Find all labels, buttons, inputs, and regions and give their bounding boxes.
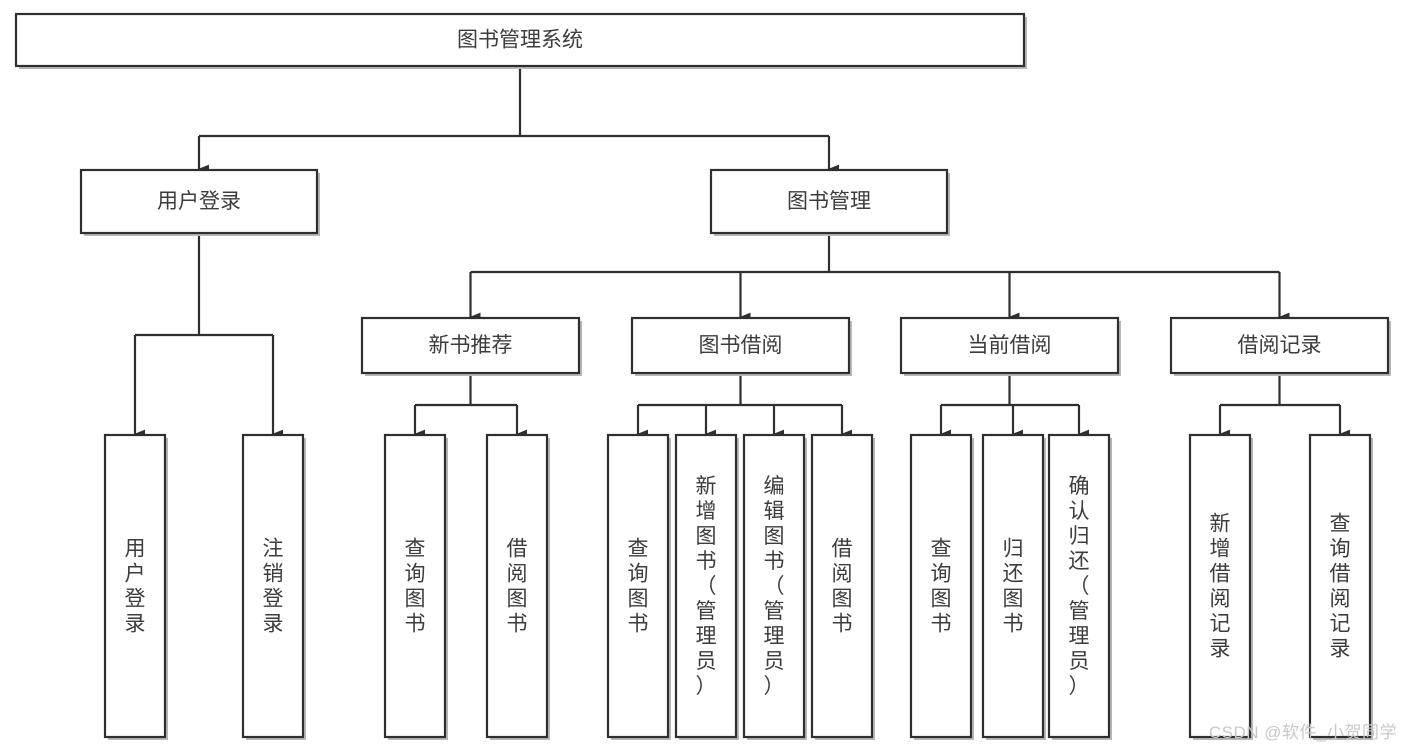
- node-current[interactable]: 当前借阅: [899, 316, 1121, 376]
- node-login-label: 用户登录: [157, 190, 241, 213]
- node-leaf-return-book-label: 归还图书: [1003, 538, 1024, 636]
- node-current-box[interactable]: [899, 316, 1120, 375]
- node-leaf-add-record-label: 新增借阅记录: [1210, 513, 1231, 661]
- node-record-label: 借阅记录: [1238, 334, 1322, 357]
- node-leaf-query-record[interactable]: 查询借阅记录: [1308, 433, 1373, 740]
- node-leaf-add-book-label: 新增图书（管理员）: [696, 475, 717, 698]
- node-leaf-edit-book[interactable]: 编辑图书（管理员）: [742, 433, 807, 740]
- node-borrow-box[interactable]: [630, 316, 851, 375]
- node-leaf-user-login-box[interactable]: [103, 433, 167, 739]
- node-newbook-label: 新书推荐: [429, 334, 513, 357]
- node-leaf-query-book-1[interactable]: 查询图书: [383, 433, 448, 740]
- node-leaf-edit-book-box[interactable]: [742, 433, 806, 739]
- node-leaf-user-login[interactable]: 用户登录: [103, 433, 168, 740]
- node-record[interactable]: 借阅记录: [1169, 316, 1391, 376]
- edges-layer: [133, 66, 1351, 439]
- node-root-box[interactable]: [14, 12, 1026, 68]
- node-leaf-borrow-book-2-label: 借阅图书: [832, 538, 853, 636]
- node-leaf-query-book-1-box[interactable]: [383, 433, 447, 739]
- node-newbook-box[interactable]: [360, 316, 581, 375]
- node-leaf-query-book-2-label: 查询图书: [628, 538, 649, 636]
- node-leaf-add-book[interactable]: 新增图书（管理员）: [674, 433, 739, 740]
- node-bookmgmt[interactable]: 图书管理: [709, 168, 950, 236]
- node-root-label: 图书管理系统: [457, 29, 583, 52]
- node-leaf-query-book-3-label: 查询图书: [931, 538, 952, 636]
- node-leaf-borrow-book-1-box[interactable]: [485, 433, 549, 739]
- node-leaf-add-book-box[interactable]: [674, 433, 738, 739]
- node-root[interactable]: 图书管理系统: [14, 12, 1027, 69]
- node-leaf-borrow-book-1-label: 借阅图书: [507, 538, 528, 636]
- node-leaf-borrow-book-1[interactable]: 借阅图书: [485, 433, 550, 740]
- node-leaf-user-login-label: 用户登录: [125, 538, 146, 636]
- node-leaf-confirm-return-box[interactable]: [1047, 433, 1111, 739]
- node-leaf-query-record-label: 查询借阅记录: [1330, 513, 1351, 661]
- node-leaf-user-logout-label: 注销登录: [263, 538, 284, 636]
- node-bookmgmt-box[interactable]: [709, 168, 949, 235]
- node-leaf-user-logout[interactable]: 注销登录: [241, 433, 306, 740]
- node-leaf-borrow-book-2-box[interactable]: [810, 433, 874, 739]
- node-leaf-user-logout-box[interactable]: [241, 433, 305, 739]
- node-leaf-add-record-box[interactable]: [1188, 433, 1252, 739]
- node-leaf-query-book-3-box[interactable]: [909, 433, 973, 739]
- node-leaf-return-book-box[interactable]: [981, 433, 1045, 739]
- csdn-watermark: CSDN @软件_小贺同学: [1208, 723, 1397, 742]
- node-login[interactable]: 用户登录: [79, 168, 320, 236]
- node-bookmgmt-label: 图书管理: [787, 190, 871, 213]
- node-leaf-query-record-box[interactable]: [1308, 433, 1372, 739]
- node-leaf-confirm-return-label: 确认归还（管理员）: [1069, 475, 1090, 698]
- node-leaf-borrow-book-2[interactable]: 借阅图书: [810, 433, 875, 740]
- node-borrow-label: 图书借阅: [699, 334, 783, 357]
- node-login-box[interactable]: [79, 168, 319, 235]
- node-record-box[interactable]: [1169, 316, 1390, 375]
- node-newbook[interactable]: 新书推荐: [360, 316, 582, 376]
- node-leaf-edit-book-label: 编辑图书（管理员）: [764, 475, 785, 698]
- node-borrow[interactable]: 图书借阅: [630, 316, 852, 376]
- node-leaf-query-book-2[interactable]: 查询图书: [606, 433, 671, 740]
- node-leaf-confirm-return[interactable]: 确认归还（管理员）: [1047, 433, 1112, 740]
- node-leaf-add-record[interactable]: 新增借阅记录: [1188, 433, 1253, 740]
- node-leaf-return-book[interactable]: 归还图书: [981, 433, 1046, 740]
- node-leaf-query-book-3[interactable]: 查询图书: [909, 433, 974, 740]
- node-current-label: 当前借阅: [968, 334, 1052, 357]
- node-leaf-query-book-2-box[interactable]: [606, 433, 670, 739]
- node-leaf-query-book-1-label: 查询图书: [405, 538, 426, 636]
- nodes-layer: 图书管理系统用户登录图书管理新书推荐图书借阅当前借阅借阅记录用户登录注销登录查询…: [14, 12, 1391, 740]
